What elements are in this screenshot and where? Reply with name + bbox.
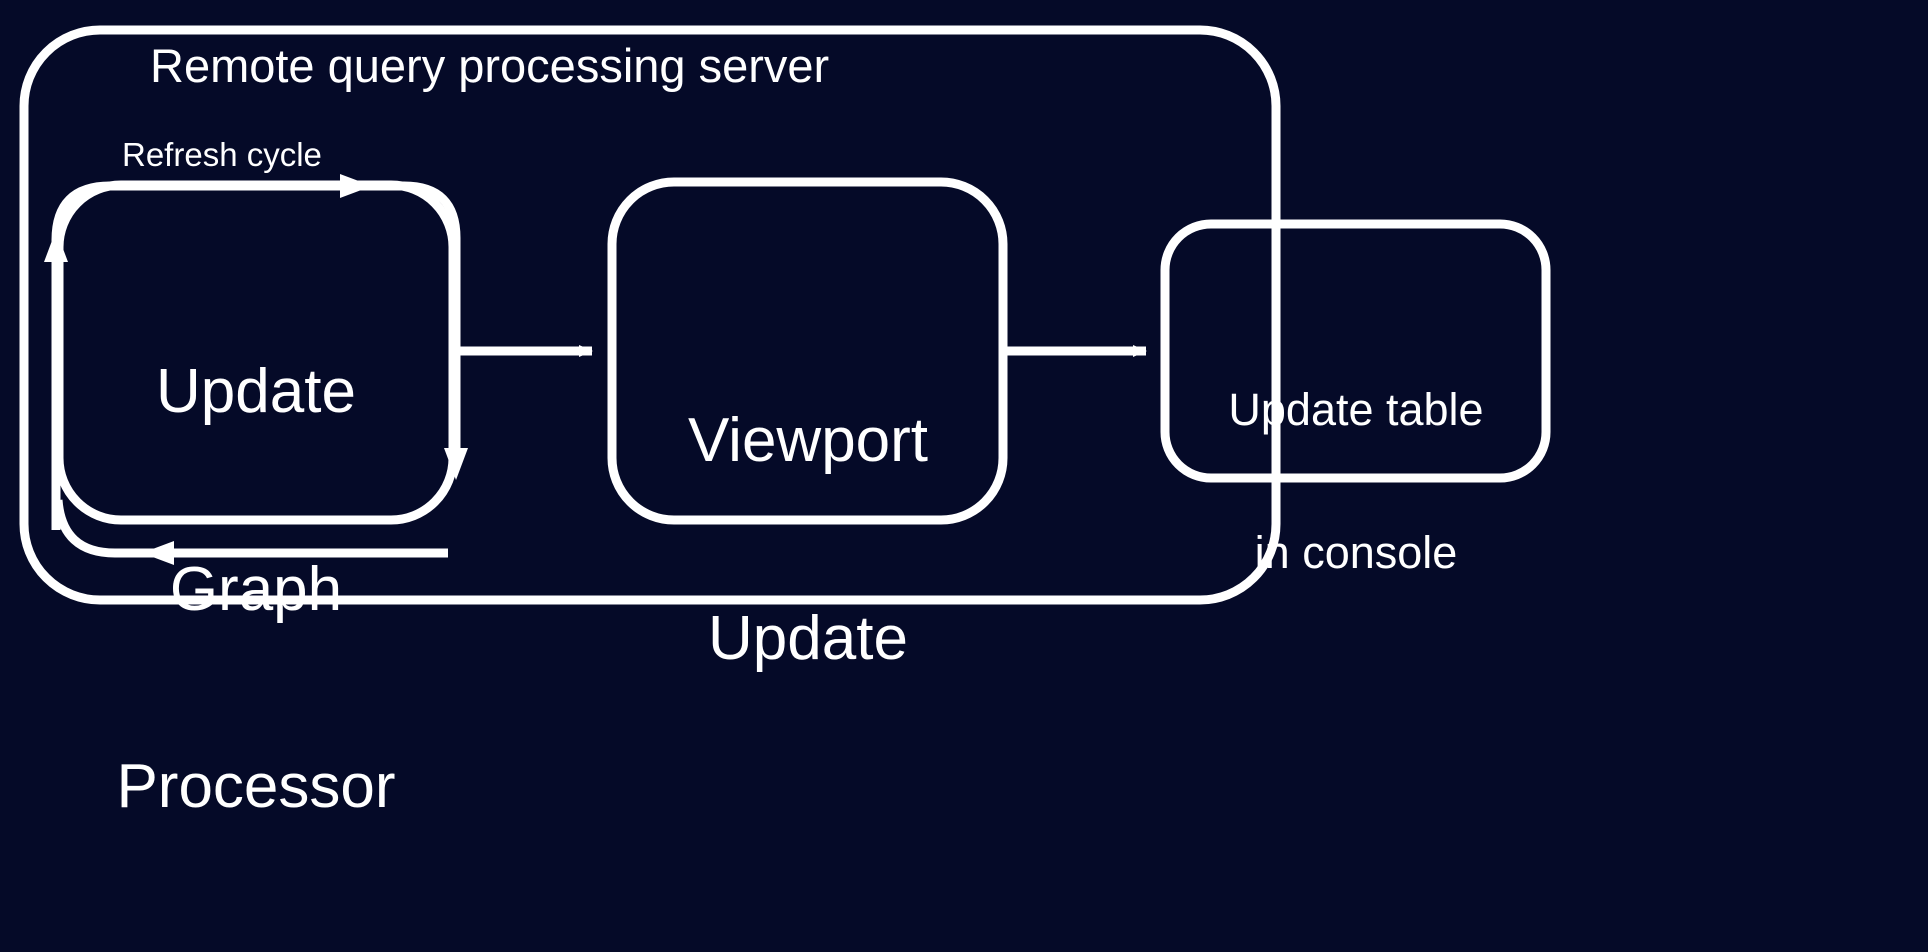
refresh-cycle-left-segment (51, 181, 353, 530)
refresh-cycle-right-segment (360, 181, 461, 460)
node-update-graph-processor[interactable] (54, 180, 458, 525)
diagram-svg (19, 25, 1551, 605)
node-viewport-update[interactable] (607, 177, 1008, 525)
refresh-cycle-right-arrowhead (340, 174, 372, 198)
node-label-line: Processor (116, 751, 396, 821)
refresh-cycle-bottom-segment (53, 499, 448, 558)
diagram-canvas: Remote query processing server Refresh c… (19, 25, 1551, 819)
refresh-cycle-up-arrowhead (44, 230, 68, 262)
container-remote-query-processing-server (19, 25, 1281, 605)
refresh-cycle-left-arrowhead (142, 541, 174, 565)
refresh-cycle-down-arrowhead (444, 448, 468, 480)
node-update-table-in-console[interactable] (1160, 219, 1551, 483)
